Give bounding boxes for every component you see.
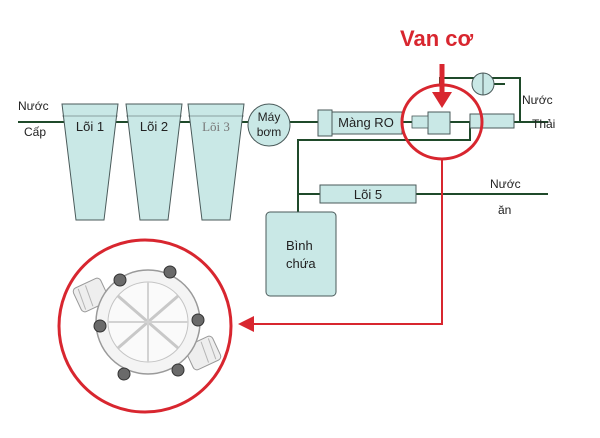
drink-label-line1: Nước	[490, 177, 521, 191]
callout-down-arrow	[432, 64, 452, 108]
ro-membrane-label: Màng RO	[338, 115, 394, 130]
check-valve	[471, 72, 495, 96]
pump-label-line2: bơm	[257, 125, 282, 139]
tank-label-line2: chứa	[286, 256, 316, 271]
valve-photo-inset	[57, 238, 233, 414]
filter-core-3: Lõi 3	[187, 103, 245, 221]
core-5-label: Lõi 5	[354, 187, 382, 202]
callout-connector-line	[252, 159, 443, 325]
core-3-label: Lõi 3	[202, 119, 230, 134]
ro-membrane: Màng RO	[317, 109, 403, 137]
core-2-label: Lõi 2	[140, 119, 168, 134]
tank-label-line1: Bình	[286, 238, 313, 253]
pump-label-line1: Máy	[258, 110, 281, 124]
waste-restrictor	[469, 113, 515, 129]
drink-label-line2: ăn	[498, 203, 511, 217]
filter-core-1: Lõi 1	[61, 103, 119, 221]
core-1-label: Lõi 1	[76, 119, 104, 134]
inlet-label-line1: Nước	[18, 99, 49, 113]
mechanical-valve-symbol	[411, 111, 451, 135]
waste-label-line1: Nước	[522, 93, 553, 107]
filter-core-5: Lõi 5	[319, 184, 417, 204]
valve-photo-icon	[72, 265, 222, 381]
inlet-label-line2: Cấp	[24, 125, 46, 139]
waste-label-line2: Thải	[532, 117, 555, 131]
pump: Máy bơm	[247, 103, 291, 147]
filter-core-2: Lõi 2	[125, 103, 183, 221]
valve-callout-label: Van cơ	[400, 26, 473, 51]
product-pipe	[297, 122, 471, 212]
storage-tank: Bình chứa	[265, 211, 337, 297]
callout-arrow-head	[238, 316, 254, 332]
